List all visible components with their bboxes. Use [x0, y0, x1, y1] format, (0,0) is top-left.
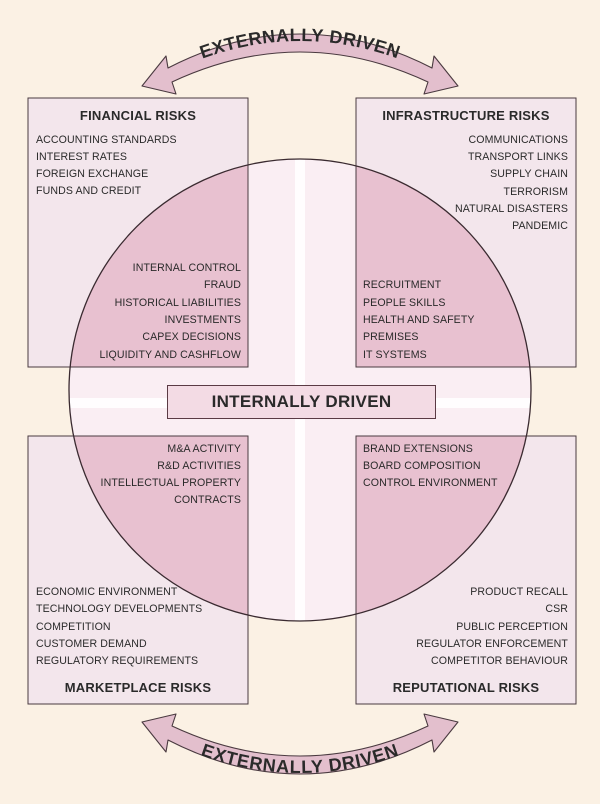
- top-double-arrow: [141, 33, 459, 95]
- infrastructure-risks-title: INFRASTRUCTURE RISKS: [382, 108, 550, 123]
- marketplace-external-item: CUSTOMER DEMAND: [36, 638, 147, 650]
- reputational-external-item: PUBLIC PERCEPTION: [456, 621, 568, 633]
- infrastructure-internal-item: HEALTH AND SAFETY: [363, 314, 475, 326]
- marketplace-internal-item: CONTRACTS: [174, 494, 241, 506]
- marketplace-external-item: TECHNOLOGY DEVELOPMENTS: [36, 603, 203, 615]
- infrastructure-external-item: TRANSPORT LINKS: [467, 151, 568, 163]
- financial-internal-item: FRAUD: [204, 279, 241, 291]
- infrastructure-external-item: PANDEMIC: [512, 220, 568, 232]
- reputational-external-item: COMPETITOR BEHAVIOUR: [431, 655, 568, 667]
- infrastructure-internal-item: IT SYSTEMS: [363, 349, 427, 361]
- financial-risks-title: FINANCIAL RISKS: [79, 108, 197, 123]
- financial-internal-item: LIQUIDITY AND CASHFLOW: [99, 349, 241, 361]
- financial-external-item: ACCOUNTING STANDARDS: [36, 134, 177, 146]
- marketplace-internal-item: INTELLECTUAL PROPERTY: [100, 477, 241, 489]
- infrastructure-external-item: SUPPLY CHAIN: [490, 168, 568, 180]
- financial-internal-item: INVESTMENTS: [164, 314, 241, 326]
- infrastructure-internal-item: RECRUITMENT: [363, 279, 442, 291]
- reputational-external-item: REGULATOR ENFORCEMENT: [416, 638, 568, 650]
- marketplace-external-item: ECONOMIC ENVIRONMENT: [36, 586, 178, 598]
- financial-internal-item: CAPEX DECISIONS: [142, 331, 241, 343]
- infrastructure-internal-item: PEOPLE SKILLS: [363, 297, 446, 309]
- infrastructure-external-item: NATURAL DISASTERS: [455, 203, 568, 215]
- marketplace-external-item: COMPETITION: [36, 621, 111, 633]
- financial-internal-item: INTERNAL CONTROL: [132, 262, 241, 274]
- marketplace-risks-title: MARKETPLACE RISKS: [64, 680, 212, 695]
- infrastructure-external-item: COMMUNICATIONS: [468, 134, 568, 146]
- internally-driven-label: INTERNALLY DRIVEN: [167, 385, 436, 419]
- infrastructure-external-item: TERRORISM: [503, 186, 568, 198]
- reputational-external-item: PRODUCT RECALL: [470, 586, 568, 598]
- financial-external-item: INTEREST RATES: [36, 151, 128, 163]
- financial-external-item: FUNDS AND CREDIT: [36, 185, 142, 197]
- marketplace-internal-item: M&A ACTIVITY: [167, 443, 241, 455]
- reputational-internal-item: BOARD COMPOSITION: [363, 460, 481, 472]
- marketplace-internal-item: R&D ACTIVITIES: [157, 460, 241, 472]
- bottom-double-arrow: [141, 713, 459, 775]
- marketplace-external-item: REGULATORY REQUIREMENTS: [36, 655, 199, 667]
- reputational-risks-title: REPUTATIONAL RISKS: [392, 680, 540, 695]
- reputational-internal-item: CONTROL ENVIRONMENT: [363, 477, 498, 489]
- reputational-internal-item: BRAND EXTENSIONS: [363, 443, 473, 455]
- financial-internal-item: HISTORICAL LIABILITIES: [114, 297, 241, 309]
- infrastructure-internal-item: PREMISES: [363, 331, 419, 343]
- reputational-external-item: CSR: [545, 603, 568, 615]
- bottom-arrow-label: EXTERNALLY DRIVEN: [199, 740, 401, 777]
- financial-external-item: FOREIGN EXCHANGE: [36, 168, 149, 180]
